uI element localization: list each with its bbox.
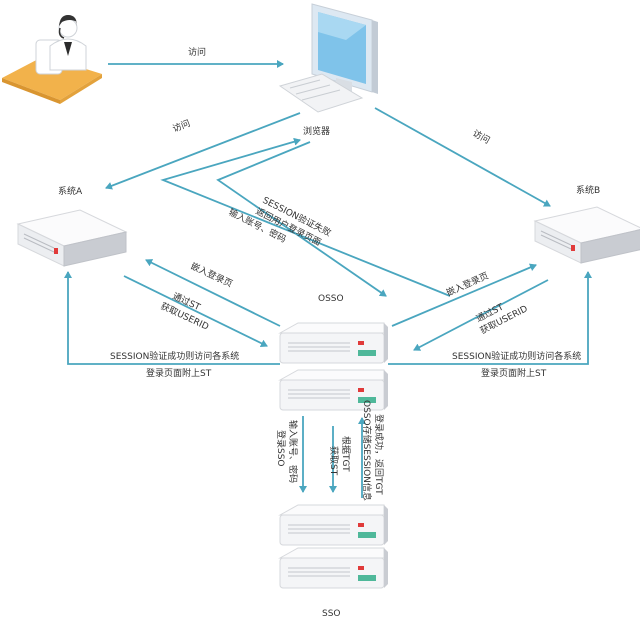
edge-label-browser-a: 访问 xyxy=(171,117,192,135)
sso-label: SSO xyxy=(322,609,341,619)
edge-label-a-success-1: SESSION验证成功则访问各系统 xyxy=(110,350,239,362)
edge-label-tgt-2: 获取ST xyxy=(328,446,339,476)
monitor-icon xyxy=(278,3,378,113)
edge-system-b-pass-st xyxy=(413,279,549,351)
edge-label-user-browser: 访问 xyxy=(188,46,206,58)
edge-osso-success-to-system-b xyxy=(388,271,592,365)
edge-input-account-to-osso xyxy=(160,137,451,297)
osso-label: OSSO xyxy=(318,294,344,304)
edge-label-tgt-1: 根据TGT xyxy=(340,436,352,472)
edge-label-login-ok-2: OSSO存储SESSION信息 xyxy=(361,400,373,501)
edge-session-fail-to-browser xyxy=(216,141,387,297)
edge-label-browser-b: 访问 xyxy=(471,127,493,146)
edge-browser-to-system-b xyxy=(374,107,551,207)
edge-osso-success-to-system-a xyxy=(64,271,280,365)
system-b-label: 系统B xyxy=(576,184,600,196)
browser-label: 浏览器 xyxy=(303,125,330,137)
edge-osso-embed-to-system-a xyxy=(145,259,281,327)
user-at-desk-icon xyxy=(2,15,102,104)
edge-label-sso-input-1: 输入账号、密码 xyxy=(287,420,299,483)
edge-label-a-success-2: 登录页面附上ST xyxy=(146,367,212,379)
edge-label-sso-input-2: 登录SSO xyxy=(275,430,286,467)
system-a-label: 系统A xyxy=(58,185,83,197)
edge-browser-to-system-a xyxy=(105,112,301,190)
edge-label-b-success-2: 登录页面附上ST xyxy=(481,367,547,379)
osso-server-stack-icon xyxy=(279,322,389,411)
edge-system-a-pass-st xyxy=(123,275,268,347)
edge-osso-embed-to-system-b xyxy=(391,263,537,327)
edge-label-b-success-1: SESSION验证成功则访问各系统 xyxy=(452,350,581,362)
edge-label-login-ok-1: 登录成功，返回TGT xyxy=(373,414,385,495)
system-b-server-icon xyxy=(534,206,640,264)
sso-server-stack-icon xyxy=(279,504,389,589)
system-a-server-icon xyxy=(17,209,127,267)
